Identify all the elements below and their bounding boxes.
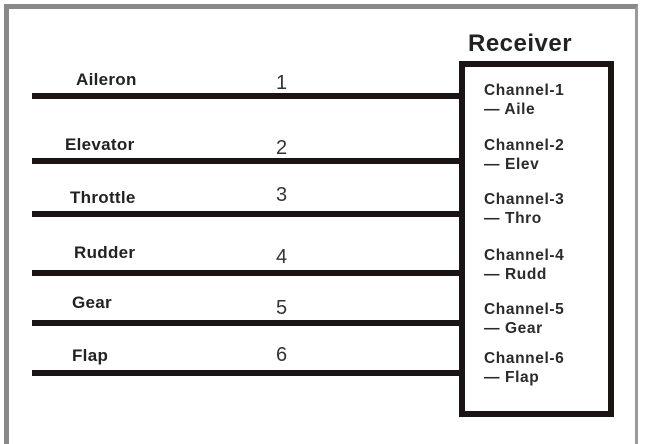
channel-6-name: Channel-6	[484, 350, 565, 367]
wire-line-4	[32, 270, 464, 276]
channel-6-function: — Flap	[484, 369, 540, 386]
channel-3-function: — Thro	[484, 210, 542, 227]
channel-1: Channel-1 — Aile	[484, 81, 564, 119]
wire-number-1: 1	[276, 72, 288, 94]
receiver-title: Receiver	[468, 30, 573, 57]
channel-5: Channel-5 — Gear	[484, 300, 564, 338]
channel-3-name: Channel-3	[484, 191, 565, 208]
wire-label-elevator: Elevator	[65, 135, 135, 154]
channel-6: Channel-6 — Flap	[484, 349, 564, 387]
channel-2-name: Channel-2	[484, 137, 565, 154]
diagram-frame	[4, 4, 638, 444]
wire-number-2: 2	[276, 137, 288, 159]
channel-2: Channel-2 — Elev	[484, 136, 564, 174]
wire-line-1	[32, 93, 464, 99]
channel-2-function: — Elev	[484, 156, 540, 173]
wire-number-3: 3	[276, 184, 288, 206]
wire-number-4: 4	[276, 246, 288, 268]
channel-5-function: — Gear	[484, 320, 543, 337]
channel-4-function: — Rudd	[484, 266, 548, 283]
channel-1-name: Channel-1	[484, 82, 565, 99]
wire-label-throttle: Throttle	[70, 188, 136, 207]
wire-label-flap: Flap	[72, 346, 109, 365]
wire-line-5	[32, 320, 464, 326]
receiver-box: Channel-1 — Aile Channel-2 — Elev Channe…	[459, 61, 614, 417]
wire-line-6	[32, 370, 464, 376]
wire-label-rudder: Rudder	[74, 243, 136, 262]
channel-4-name: Channel-4	[484, 247, 565, 264]
channel-5-name: Channel-5	[484, 301, 565, 318]
wire-line-3	[32, 211, 464, 217]
wire-line-2	[32, 158, 464, 164]
wire-label-aileron: Aileron	[76, 70, 137, 89]
channel-4: Channel-4 — Rudd	[484, 246, 564, 284]
wire-number-6: 6	[276, 344, 288, 366]
wire-label-gear: Gear	[72, 293, 112, 312]
channel-1-function: — Aile	[484, 101, 536, 118]
wire-number-5: 5	[276, 297, 288, 319]
channel-3: Channel-3 — Thro	[484, 190, 564, 228]
